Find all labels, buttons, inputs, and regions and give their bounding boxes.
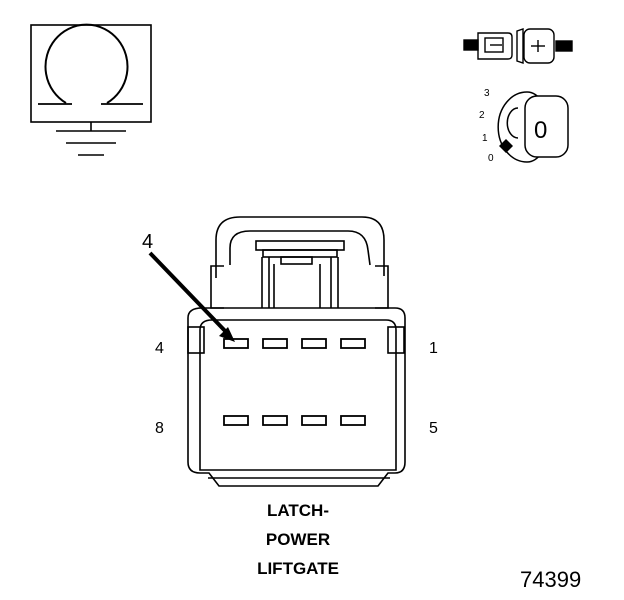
terminal-cavities — [223, 338, 366, 426]
terminal-cavity — [223, 338, 249, 349]
terminal-cavity — [262, 338, 288, 349]
callout-label: 4 — [142, 231, 153, 253]
key-face-label: 0 — [534, 117, 547, 144]
terminal-cavity — [340, 415, 366, 426]
connector-body — [187, 216, 406, 487]
callout-arrow — [148, 251, 235, 342]
key-position-2: 2 — [479, 110, 485, 121]
figure-number: 74399 — [520, 567, 581, 592]
terminal-cavity — [262, 415, 288, 426]
key-position-3: 3 — [484, 88, 490, 99]
terminal-cavity — [223, 415, 249, 426]
pin-label-top-right: 1 — [429, 340, 438, 357]
terminal-cavity — [340, 338, 366, 349]
plug-side-view-icon — [463, 28, 573, 64]
title-line-1: LATCH- — [267, 501, 329, 520]
ground-symbol-icon — [30, 23, 152, 156]
terminal-cavity — [301, 338, 327, 349]
title-line-2: POWER — [266, 530, 330, 549]
pin-label-top-left: 4 — [155, 340, 164, 357]
key-position-0: 0 — [488, 153, 494, 164]
pin-label-bottom-left: 8 — [155, 420, 164, 437]
key-position-1: 1 — [482, 133, 488, 144]
pin-label-bottom-right: 5 — [429, 420, 438, 437]
terminal-cavity — [301, 415, 327, 426]
title-line-3: LIFTGATE — [257, 559, 339, 578]
ignition-key-icon — [497, 91, 569, 163]
